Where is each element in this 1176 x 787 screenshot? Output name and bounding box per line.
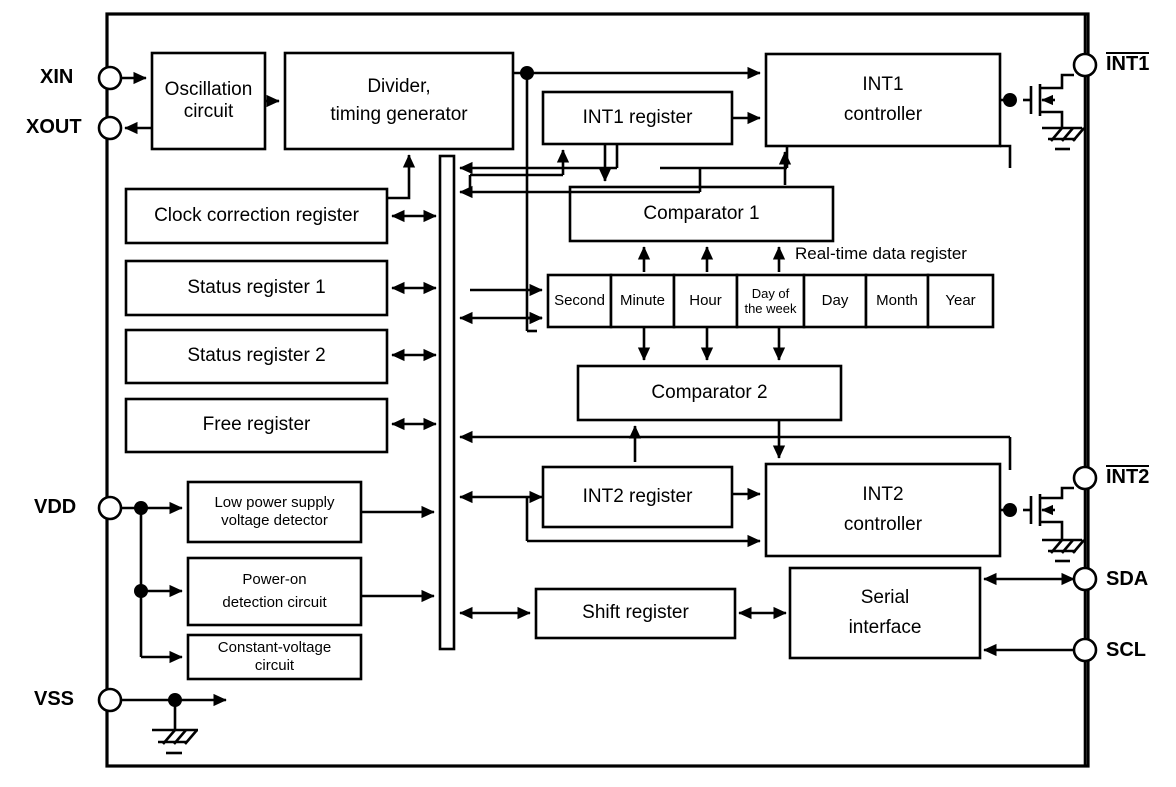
block-comparator-1 <box>568 185 835 243</box>
pin-vdd <box>97 495 123 521</box>
junction-dot <box>520 66 534 80</box>
block-status-register-1 <box>124 259 389 317</box>
pin-label-int1: INT1 <box>1106 52 1150 75</box>
pin-vss <box>97 687 123 713</box>
block-serial-interface <box>788 566 982 660</box>
pin-label-vdd: VDD <box>34 496 77 518</box>
junction-dot <box>1003 93 1017 107</box>
pin-label-int2: INT2 <box>1106 465 1150 488</box>
block-divider <box>283 51 515 151</box>
internal-data-bus <box>438 154 456 651</box>
block-clock-correction-register <box>124 187 389 245</box>
pin-xout <box>97 115 123 141</box>
rtdr-cell-hour <box>672 273 739 329</box>
junction-dot <box>1003 503 1017 517</box>
junction-dot <box>134 584 148 598</box>
block-power-on-detection-circuit <box>186 556 363 627</box>
pin-label-xin: XIN <box>40 66 74 88</box>
rtdr-cell-minute <box>609 273 676 329</box>
rtdr-cell-month <box>864 273 930 329</box>
pin-xin <box>97 65 123 91</box>
pin-label-vss: VSS <box>34 688 75 710</box>
pin-scl <box>1072 637 1098 663</box>
block-int1-register <box>541 90 734 146</box>
rtdr-cell-day-of-the-week <box>735 273 806 329</box>
junction-dot <box>134 501 148 515</box>
rtdr-cell-second <box>546 273 613 329</box>
pin-label-sda: SDA <box>1106 568 1149 590</box>
pin-sda <box>1072 566 1098 592</box>
block-status-register-2 <box>124 328 389 385</box>
block-low-power-supply-voltage-detector <box>186 480 363 544</box>
pin-int2 <box>1072 465 1098 491</box>
pin-label-xout: XOUT <box>26 116 82 138</box>
block-int2-register <box>541 465 734 529</box>
realtime-data-register-caption: Real-time data register <box>795 244 967 263</box>
block-oscillation <box>150 51 267 151</box>
pin-int1 <box>1072 52 1098 78</box>
block-constant-voltage-circuit <box>186 633 363 681</box>
block-int1-controller <box>764 52 1002 148</box>
chip-frame <box>105 12 1090 768</box>
block-comparator-2 <box>576 364 843 422</box>
junction-dot <box>168 693 182 707</box>
block-shift-register <box>534 587 737 640</box>
block-free-register <box>124 397 389 454</box>
rtdr-cell-day <box>802 273 868 329</box>
block-int2-controller <box>764 462 1002 558</box>
pin-label-scl: SCL <box>1106 639 1146 661</box>
rtdr-cell-year <box>926 273 995 329</box>
